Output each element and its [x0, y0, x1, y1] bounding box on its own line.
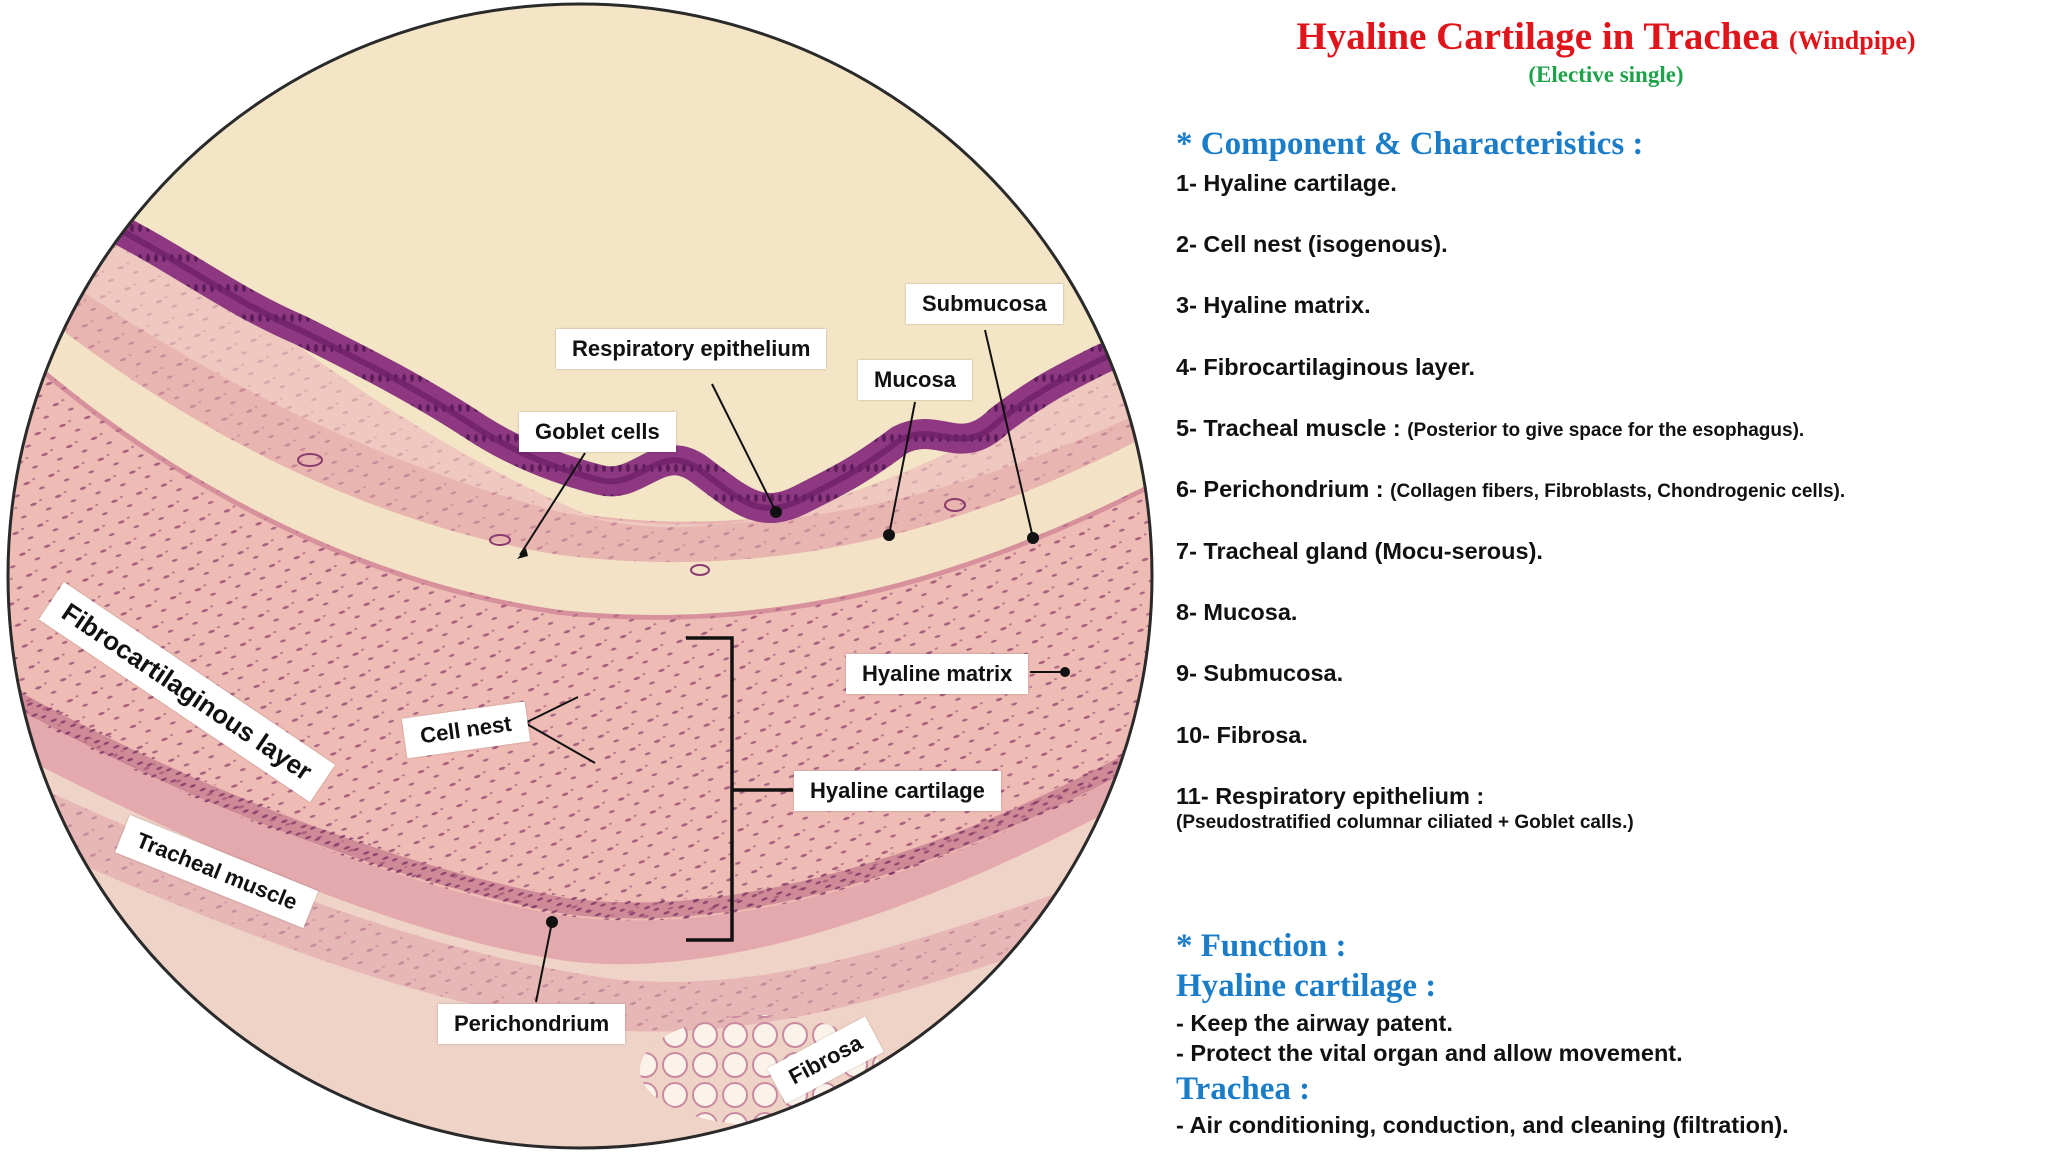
component-item: 3- Hyaline matrix.	[1176, 292, 1371, 319]
component-item: 5- Tracheal muscle : (Posterior to give …	[1176, 415, 1804, 442]
pointer-lines	[519, 329, 1065, 1003]
hyaline-cartilage-function-heading: Hyaline cartilage :	[1176, 968, 1437, 1004]
component-item-text: 6- Perichondrium :	[1176, 476, 1391, 502]
component-item-note: (Posterior to give space for the esophag…	[1407, 420, 1805, 441]
component-item-text: 7- Tracheal gland (Mocu-serous).	[1176, 538, 1543, 564]
component-item: 2- Cell nest (isogenous).	[1176, 231, 1448, 258]
function-item-1: - Keep the airway patent.	[1176, 1010, 1453, 1036]
component-item-text: 10- Fibrosa.	[1176, 722, 1308, 748]
components-heading: * Component & Characteristics :	[1176, 126, 1644, 162]
title-suffix: (Windpipe)	[1788, 26, 1916, 55]
component-item-text: 8- Mucosa.	[1176, 599, 1298, 625]
component-item: 11- Respiratory epithelium :	[1176, 783, 1484, 810]
component-item: 4- Fibrocartilaginous layer.	[1176, 354, 1475, 381]
label-respiratory-epithelium: Respiratory epithelium	[556, 329, 827, 370]
component-item-text: 9- Submucosa.	[1176, 660, 1344, 686]
component-item-text: 3- Hyaline matrix.	[1176, 292, 1371, 318]
component-item-text: 1- Hyaline cartilage.	[1176, 170, 1397, 196]
label-mucosa: Mucosa	[858, 360, 972, 401]
component-item: 8- Mucosa.	[1176, 599, 1297, 626]
component-item: 9- Submucosa.	[1176, 660, 1343, 687]
component-item-text: 2- Cell nest (isogenous).	[1176, 231, 1448, 257]
component-item: 10- Fibrosa.	[1176, 722, 1308, 749]
title-main: Hyaline Cartilage in Trachea	[1296, 15, 1789, 58]
component-item: 7- Tracheal gland (Mocu-serous).	[1176, 538, 1543, 565]
component-item-text: 4- Fibrocartilaginous layer.	[1176, 354, 1476, 380]
function-heading: * Function :	[1176, 928, 1347, 964]
page-subtitle: (Elective single)	[1528, 62, 1684, 87]
component-item-note: (Collagen fibers, Fibroblasts, Chondroge…	[1390, 481, 1846, 502]
info-panel: Hyaline Cartilage in Trachea (Windpipe) …	[1176, 0, 2036, 1152]
label-perichondrium: Perichondrium	[438, 1004, 626, 1045]
hyaline-cartilage-bracket	[686, 636, 793, 942]
trachea-function-heading: Trachea :	[1176, 1071, 1311, 1107]
component-item-text: 11- Respiratory epithelium :	[1176, 783, 1485, 809]
component-item: 1- Hyaline cartilage.	[1176, 170, 1397, 197]
label-goblet-cells: Goblet cells	[519, 412, 676, 453]
component-item: 6- Perichondrium : (Collagen fibers, Fib…	[1176, 476, 1845, 503]
label-hyaline-matrix: Hyaline matrix	[846, 654, 1029, 695]
function-item-3: - Air conditioning, conduction, and clea…	[1176, 1112, 1789, 1138]
label-submucosa: Submucosa	[906, 284, 1063, 325]
function-item-2: - Protect the vital organ and allow move…	[1176, 1040, 1683, 1066]
micrograph-image	[6, 2, 1154, 1150]
label-hyaline-cartilage: Hyaline cartilage	[794, 771, 1001, 812]
component-item-text: 5- Tracheal muscle :	[1176, 415, 1408, 441]
item-11-detail: (Pseudostratified columnar ciliated + Go…	[1176, 812, 1634, 833]
page-title: Hyaline Cartilage in Trachea (Windpipe)	[1176, 14, 2036, 59]
